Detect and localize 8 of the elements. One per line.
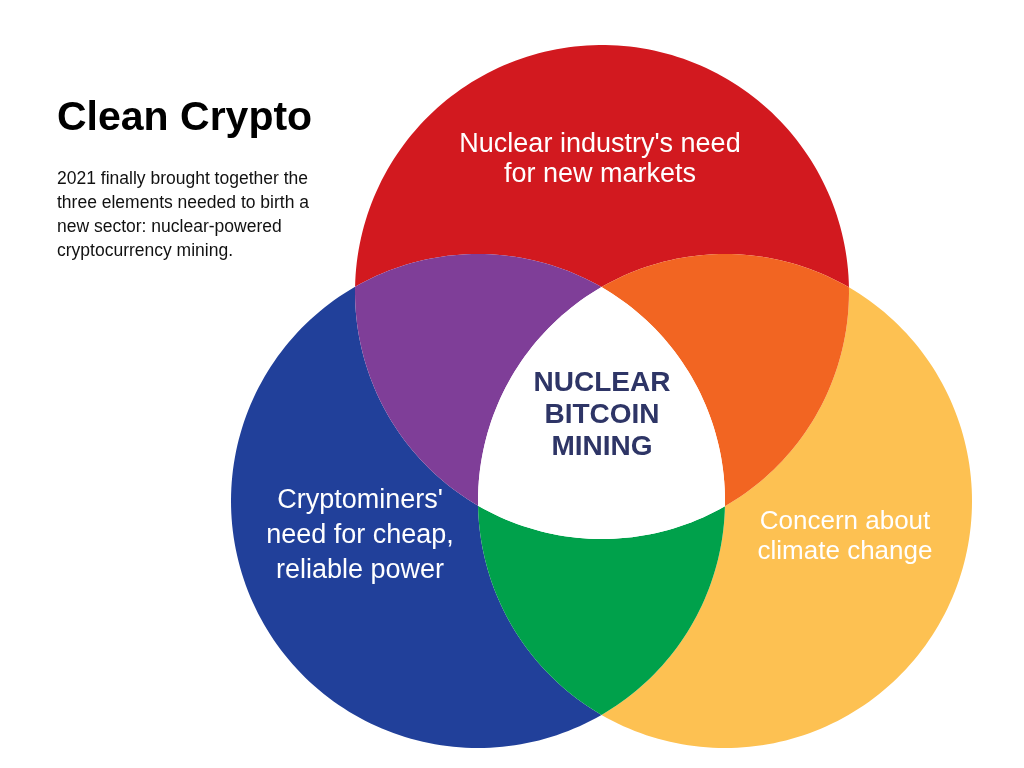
center-label: NUCLEAR BITCOIN MINING <box>532 366 672 462</box>
circle-label: Cryptominers' need for cheap, reliable power <box>265 483 455 586</box>
circle-label: Nuclear industry's need for new markets <box>458 128 742 188</box>
description-text: 2021 finally brought together the three elements needed to birth a new sector: nuclear-powered cryptocurrency mining. <box>57 167 310 262</box>
overlap-region <box>478 505 725 715</box>
circle-region <box>355 45 849 288</box>
circle-label: Concern about climate change <box>756 505 934 565</box>
title: Clean Crypto <box>57 92 313 140</box>
